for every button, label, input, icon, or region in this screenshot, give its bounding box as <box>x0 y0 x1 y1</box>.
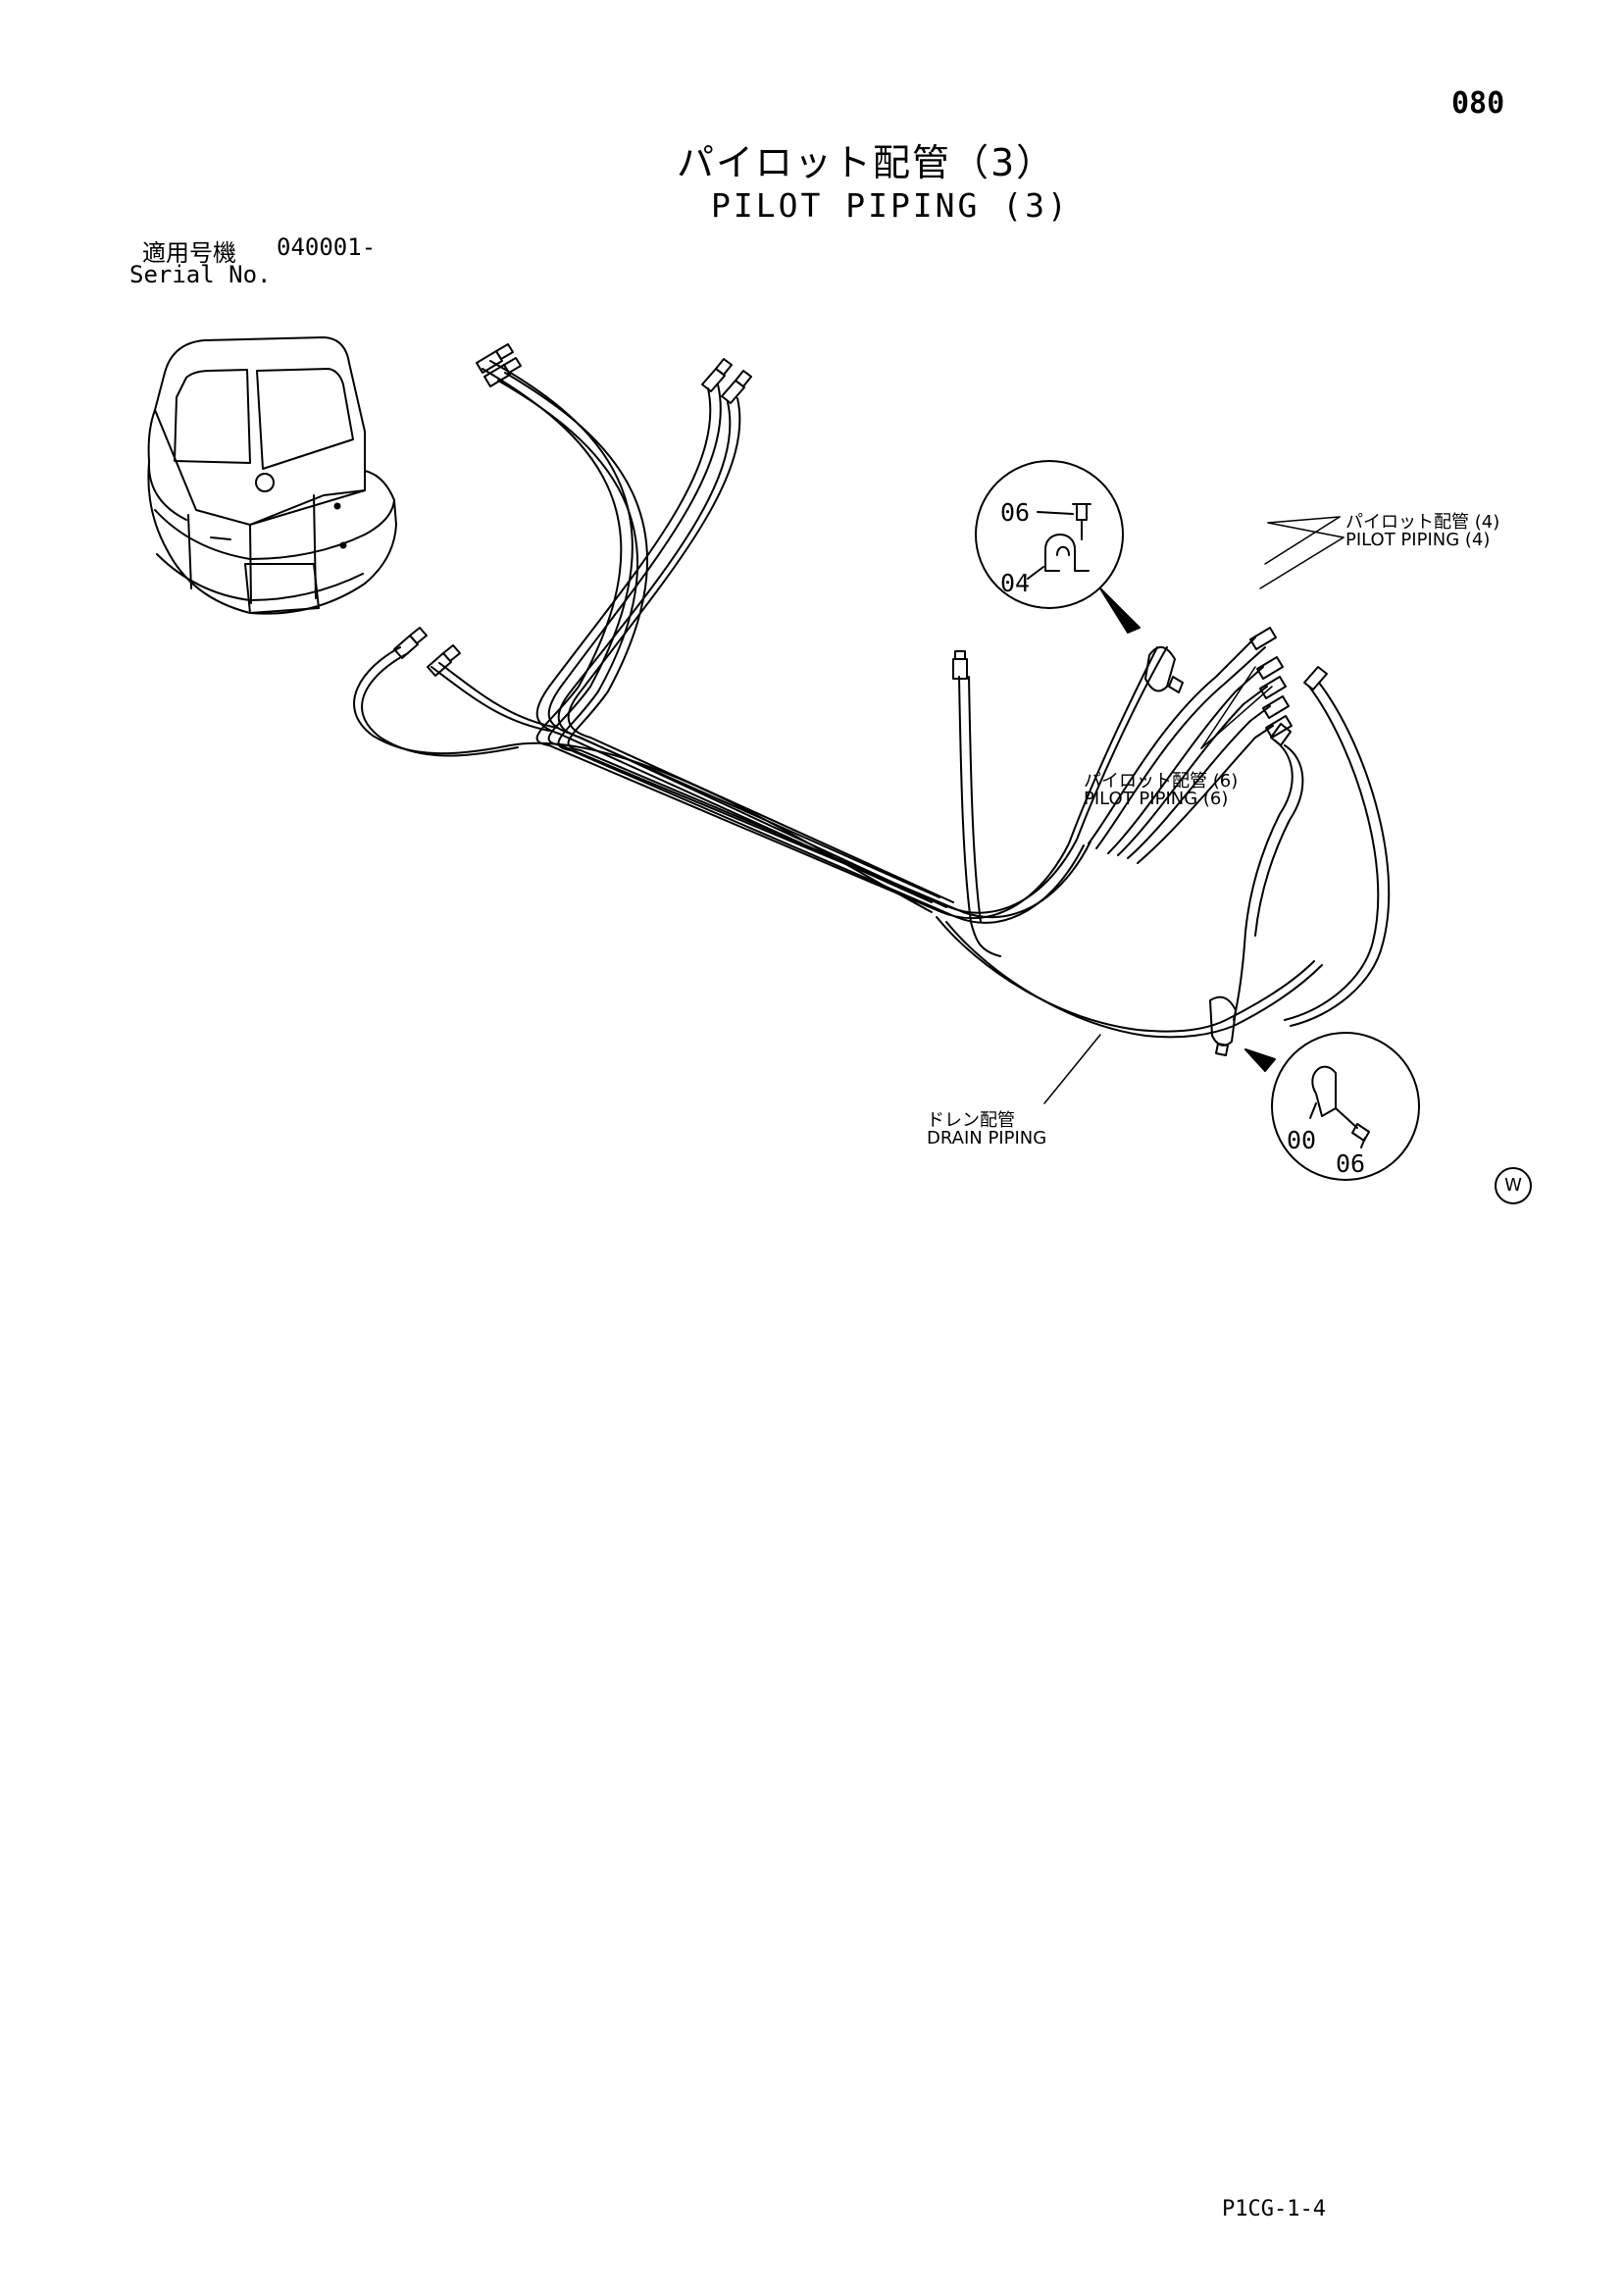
page-title-japanese: パイロット配管（3） <box>677 141 1056 184</box>
footer-code: P1CG-1-4 <box>1222 2197 1326 2221</box>
callout-pilot-piping-4-japanese: パイロット配管 (4) <box>1345 512 1500 533</box>
page-number: 080 <box>1451 86 1505 121</box>
part-number-lower-clamp: 00 <box>1287 1126 1317 1154</box>
callout-pilot-piping-4-english: PILOT PIPING (4) <box>1345 530 1491 550</box>
page-title-english: PILOT PIPING (3) <box>711 186 1070 225</box>
detail-circle-upper <box>975 460 1141 634</box>
excavator-locator-icon <box>147 336 397 615</box>
callout-pilot-piping-6-english: PILOT PIPING (6) <box>1084 789 1229 809</box>
callout-drain-piping-english: DRAIN PIPING <box>927 1128 1047 1148</box>
hose-bundle <box>353 360 1391 1039</box>
upper-clamp-on-bundle <box>1144 646 1184 693</box>
callout-drain-piping-japanese: ドレン配管 <box>927 1110 1015 1131</box>
serial-label-japanese: 適用号機 <box>142 239 236 267</box>
part-number-upper-bolt: 06 <box>1000 498 1031 527</box>
part-number-lower-bolt: 06 <box>1336 1149 1366 1178</box>
circled-w-mark: W <box>1495 1167 1532 1204</box>
hose-fittings <box>393 343 1328 746</box>
detail-circle-lower <box>1244 1032 1420 1181</box>
lower-clamp-on-drain <box>1209 995 1237 1056</box>
part-number-upper-clamp: 04 <box>1000 569 1031 597</box>
callout-pilot-piping-6-japanese: パイロット配管 (6) <box>1084 771 1239 791</box>
leader-lines <box>1043 516 1345 1104</box>
serial-number: 040001- <box>277 233 377 261</box>
serial-label-english: Serial No. <box>129 261 272 288</box>
